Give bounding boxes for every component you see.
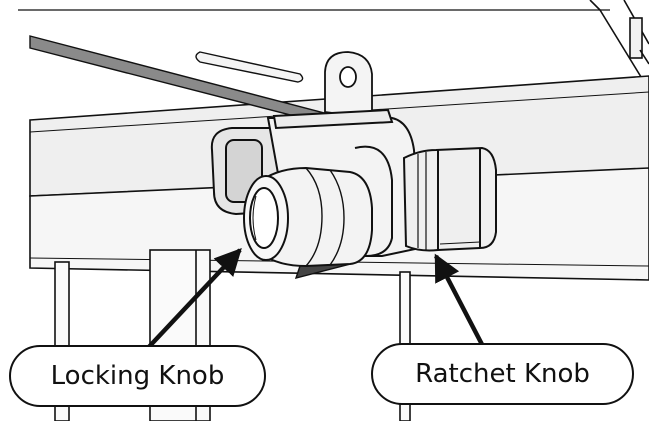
locking-knob (243, 166, 373, 268)
mounting-tab (324, 51, 373, 120)
callout-locking-knob-text: Locking Knob (50, 361, 225, 391)
arrow-ratchet-knob (434, 253, 490, 358)
callout-locking-knob: Locking Knob (9, 345, 266, 407)
arrow-locking-knob (144, 248, 242, 352)
panel-slot (195, 51, 304, 83)
callout-arrows (144, 248, 490, 358)
frame-structure (18, 0, 649, 91)
callout-ratchet-knob: Ratchet Knob (371, 343, 634, 405)
callout-ratchet-knob-text: Ratchet Knob (415, 359, 590, 389)
ratchet-knob (402, 146, 497, 252)
